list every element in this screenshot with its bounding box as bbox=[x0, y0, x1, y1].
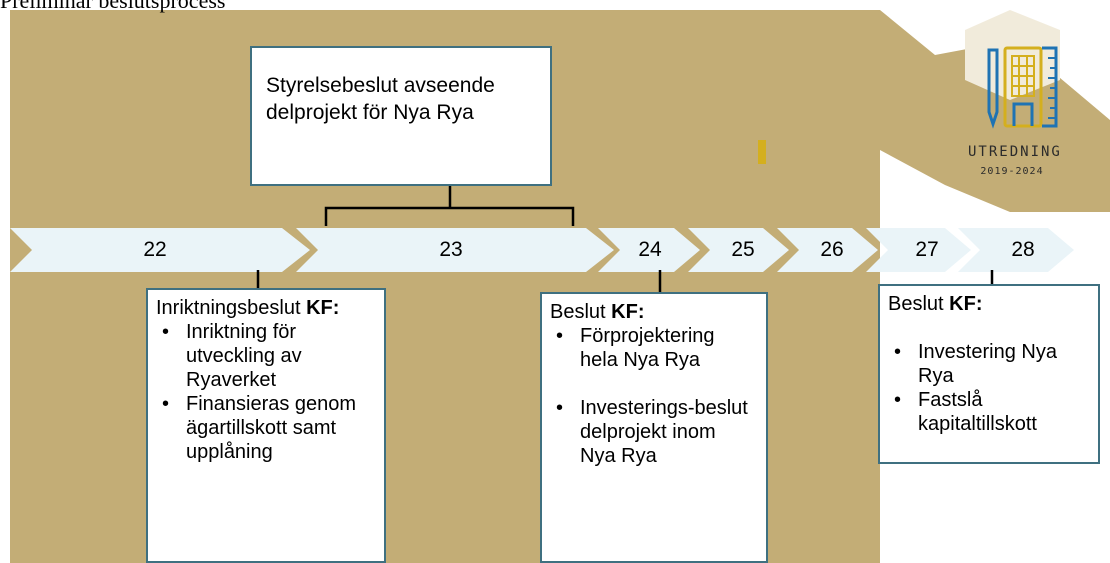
list-item: Fastslå kapitaltillskott bbox=[888, 388, 1088, 436]
chevron-28 bbox=[958, 228, 1074, 272]
year-label-27: 27 bbox=[915, 238, 939, 261]
list-item: Inriktning för utveckling av Ryaverket bbox=[156, 320, 378, 392]
list-item: Investerings-beslut delprojekt inom Nya … bbox=[550, 396, 748, 468]
year-label-24: 24 bbox=[638, 238, 662, 261]
marker-dash bbox=[758, 140, 766, 164]
decision-24-title: Beslut KF: bbox=[550, 301, 645, 323]
direction-decision-title: Inriktningsbeslut KF: bbox=[156, 297, 340, 319]
chevron-23 bbox=[296, 228, 614, 272]
list-item: Förprojektering hela Nya Rya bbox=[550, 324, 748, 372]
decision-28-box: Beslut KF: Investering Nya Rya Fastslå k… bbox=[878, 284, 1100, 464]
board-decision-text: Styrelsebeslut avseende delprojekt för N… bbox=[266, 74, 495, 124]
decision-28-list: Investering Nya Rya Fastslå kapitaltills… bbox=[888, 340, 1088, 436]
direction-decision-list: Inriktning för utveckling av Ryaverket F… bbox=[156, 320, 378, 464]
page-title: Preliminär beslutsprocess bbox=[0, 0, 226, 13]
bracket-23 bbox=[324, 184, 575, 226]
list-item: Finansieras genom ägartillskott samt upp… bbox=[156, 392, 378, 464]
decision-24-list: Förprojektering hela Nya Rya Investering… bbox=[550, 324, 748, 468]
chevron-27 bbox=[866, 228, 971, 272]
chevron-22 bbox=[10, 228, 310, 272]
list-item: Investering Nya Rya bbox=[888, 340, 1088, 388]
year-label-23: 23 bbox=[439, 238, 463, 261]
chevron-26 bbox=[777, 228, 878, 272]
year-label-28: 28 bbox=[1011, 238, 1035, 261]
chevron-25 bbox=[688, 228, 789, 272]
board-decision-box: Styrelsebeslut avseende delprojekt för N… bbox=[250, 46, 552, 186]
timeline-chevrons bbox=[10, 228, 1074, 272]
logo-years: 2019-2024 bbox=[980, 166, 1044, 177]
building-ruler-pencil-icon bbox=[987, 46, 1058, 129]
chevron-24 bbox=[598, 228, 700, 272]
direction-decision-box: Inriktningsbeslut KF: Inriktning för utv… bbox=[146, 288, 386, 563]
decision-28-title: Beslut KF: bbox=[888, 293, 983, 315]
logo-title: UTREDNING bbox=[968, 144, 1062, 160]
year-label-22: 22 bbox=[143, 238, 167, 261]
year-label-26: 26 bbox=[820, 238, 844, 261]
decision-24-box: Beslut KF: Förprojektering hela Nya Rya … bbox=[540, 292, 768, 563]
year-label-25: 25 bbox=[731, 238, 755, 261]
